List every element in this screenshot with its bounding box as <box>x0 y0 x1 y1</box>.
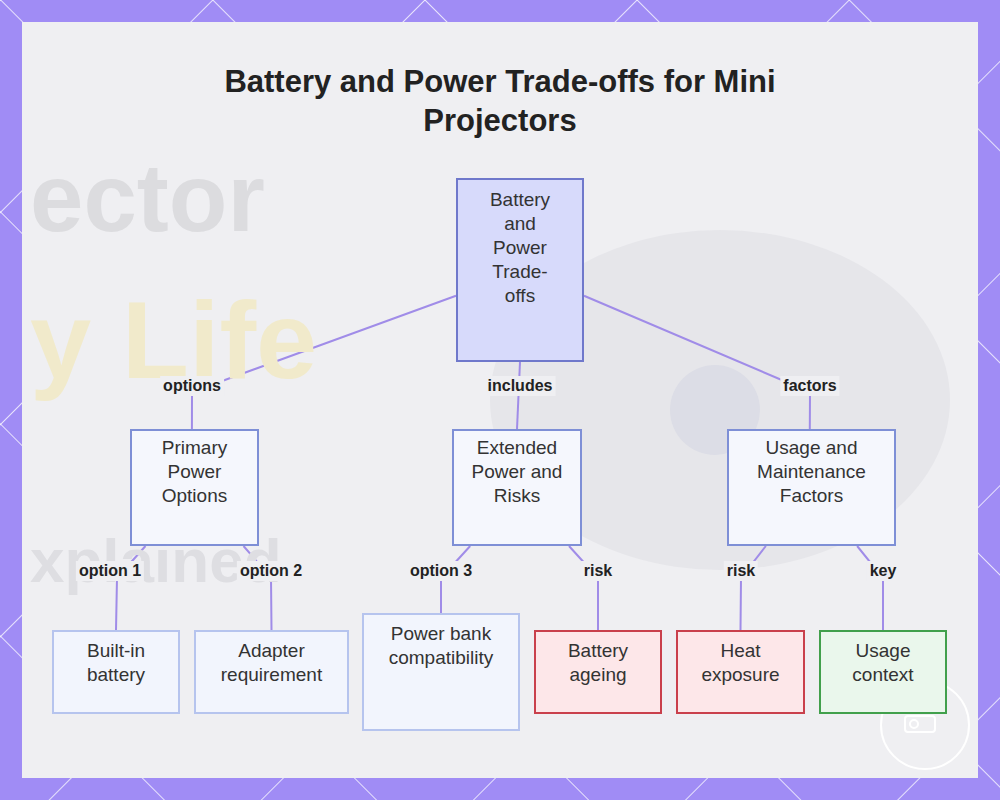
edge-label: option 2 <box>237 561 305 581</box>
category-box: Primary Power Options <box>130 429 259 546</box>
node-text: Adapter requirement <box>207 639 337 687</box>
panel <box>22 22 978 778</box>
node-text: Battery and Power Trade-offs <box>484 188 556 308</box>
edge-label: options <box>160 376 224 396</box>
option-box: Power bank compatibility <box>362 613 520 731</box>
connector-line <box>584 296 810 429</box>
risk-box: Battery ageing <box>534 630 662 714</box>
option-box: Built-in battery <box>52 630 180 714</box>
edge-label: risk <box>581 561 615 581</box>
option-box: Adapter requirement <box>194 630 349 714</box>
node-text: Usage and Maintenance Factors <box>737 436 887 508</box>
diagram-title: Battery and Power Trade-offs for Mini Pr… <box>210 62 790 140</box>
edge-label: option 1 <box>76 561 144 581</box>
edge-label: option 3 <box>407 561 475 581</box>
category-box: Usage and Maintenance Factors <box>727 429 896 546</box>
watermark-text: ector <box>30 150 265 246</box>
root-box: Battery and Power Trade-offs <box>456 178 584 362</box>
connector-line <box>857 546 883 630</box>
node-text: Built-in battery <box>61 639 171 687</box>
risk-box: Heat exposure <box>676 630 805 714</box>
edge-label: key <box>867 561 900 581</box>
logo-icon <box>905 716 935 732</box>
connector-line <box>569 546 598 630</box>
node-text: Usage context <box>828 639 938 687</box>
node-text: Extended Power and Risks <box>462 436 572 508</box>
edge-label: factors <box>780 376 839 396</box>
category-box: Extended Power and Risks <box>452 429 582 546</box>
connector-line <box>741 546 766 630</box>
edge-label: risk <box>724 561 758 581</box>
node-text: Heat exposure <box>686 639 796 687</box>
node-text: Battery ageing <box>543 639 653 687</box>
edge-label: includes <box>485 376 556 396</box>
key-box: Usage context <box>819 630 947 714</box>
logo-icon <box>910 720 918 728</box>
node-text: Primary Power Options <box>140 436 250 508</box>
node-text: Power bank compatibility <box>366 622 516 670</box>
